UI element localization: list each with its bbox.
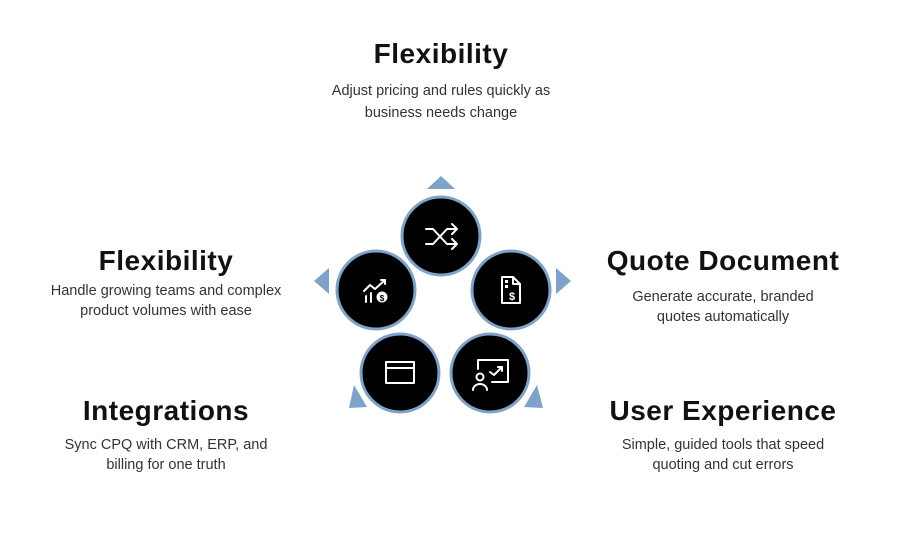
section-title: Flexibility: [98, 245, 234, 276]
section-title: Quote Document: [606, 245, 840, 276]
svg-text:$: $: [380, 294, 385, 303]
shuffle-icon: [425, 223, 458, 250]
svg-text:$: $: [509, 291, 515, 303]
presenter-board-icon: [472, 359, 509, 391]
circle-bottom-left: [359, 332, 441, 414]
section-bottom-left: Integrations Sync CPQ with CRM, ERP, and…: [65, 395, 268, 475]
arrow-left-icon: [314, 268, 329, 294]
section-bottom-right: User Experience Simple, guided tools tha…: [610, 395, 837, 475]
arrow-up-icon: [427, 176, 455, 189]
circle-right: [470, 249, 552, 331]
arrow-down-right-icon: [524, 385, 543, 408]
arrow-right-icon: [556, 268, 571, 294]
circle-left: [335, 249, 417, 331]
chart-growth-dollar-icon: $: [363, 279, 388, 303]
section-title: Flexibility: [373, 38, 509, 69]
section-left: Flexibility Handle growing teams and com…: [51, 245, 282, 321]
section-top: Flexibility Adjust pricing and rules qui…: [332, 38, 550, 124]
arrow-markers: [314, 176, 571, 408]
section-title: User Experience: [609, 395, 837, 426]
arrow-down-left-icon: [349, 385, 367, 408]
section-right: Quote Document Generate accurate, brande…: [607, 245, 840, 327]
section-title: Integrations: [82, 395, 250, 426]
invoice-dollar-icon: $: [501, 276, 521, 304]
browser-window-icon: [385, 361, 415, 384]
